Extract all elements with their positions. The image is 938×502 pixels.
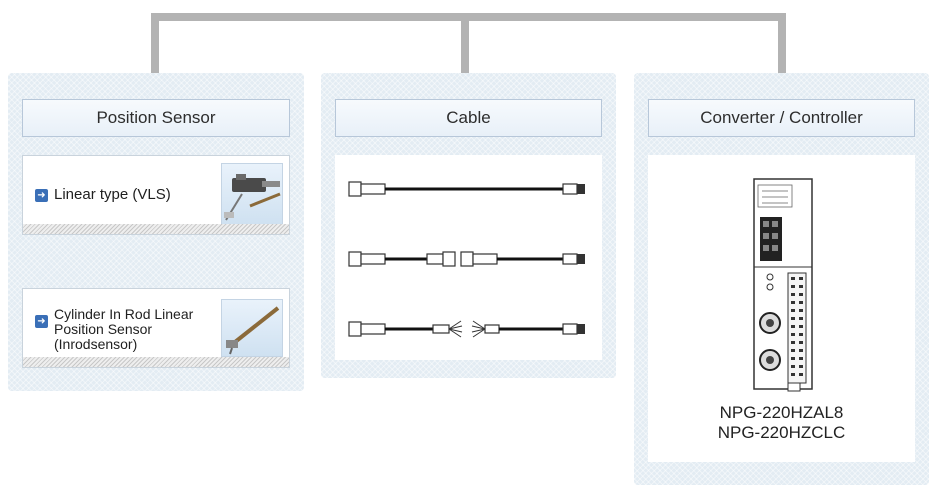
split-wire-cable-icon xyxy=(348,320,585,338)
card-hatch xyxy=(23,357,289,367)
inrodsensor-label-line-1: Cylinder In Rod Linear xyxy=(54,306,194,322)
converter-header: Converter / Controller xyxy=(648,99,915,137)
inrodsensor-card[interactable]: ➜ Cylinder In Rod Linear Position Sensor… xyxy=(22,288,290,368)
linear-type-label: Linear type (VLS) xyxy=(54,186,171,203)
connector-left-drop xyxy=(151,13,159,73)
position-sensor-panel: Position Sensor ➜ Linear type (VLS) ➜ Cy… xyxy=(8,73,304,391)
position-sensor-header: Position Sensor xyxy=(22,99,290,137)
arrow-right-icon: ➜ xyxy=(35,189,48,202)
converter-device-image xyxy=(753,178,813,392)
cable-panel: Cable xyxy=(321,73,616,378)
straight-cable-icon xyxy=(348,181,585,197)
model-number-1: NPG-220HZAL8 xyxy=(719,403,844,422)
inrodsensor-label-line-2: Position Sensor xyxy=(54,321,153,337)
cable-list-card xyxy=(335,155,602,360)
linear-type-card[interactable]: ➜ Linear type (VLS) xyxy=(22,155,290,235)
converter-panel: Converter / Controller xyxy=(634,73,929,485)
connector-center-drop xyxy=(461,13,469,73)
extension-cable-icon xyxy=(348,251,585,267)
inrodsensor-label-line-3: (Inrodsensor) xyxy=(54,336,138,352)
linear-sensor-image xyxy=(221,163,283,225)
arrow-right-icon: ➜ xyxy=(35,315,48,328)
converter-card: NPG-220HZAL8 NPG-220HZCLC xyxy=(648,155,915,462)
cable-header: Cable xyxy=(335,99,602,137)
card-hatch xyxy=(23,224,289,234)
connector-right-drop xyxy=(778,13,786,73)
inrod-sensor-image xyxy=(221,299,283,357)
inrodsensor-label: Cylinder In Rod Linear Position Sensor (… xyxy=(54,307,193,352)
model-number-2: NPG-220HZCLC xyxy=(717,423,846,442)
